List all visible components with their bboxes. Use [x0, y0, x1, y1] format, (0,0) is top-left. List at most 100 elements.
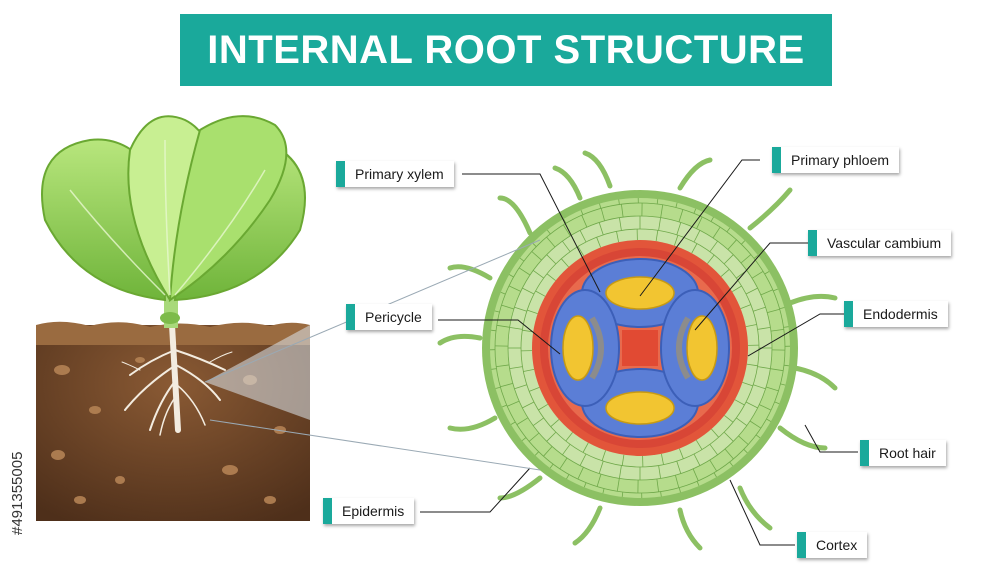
cell-wall	[724, 415, 734, 423]
cell-wall	[577, 467, 584, 480]
cell-wall	[661, 453, 664, 465]
cell-wall	[767, 308, 780, 313]
cell-wall	[596, 237, 601, 248]
cell-wall	[618, 199, 620, 205]
cell-wall	[740, 254, 752, 264]
cell-wall	[760, 289, 773, 296]
cell-wall	[675, 202, 678, 208]
cell-wall	[495, 386, 501, 389]
cell-wall	[510, 421, 516, 425]
cell-wall	[779, 307, 785, 310]
label-vascular-cambium: Vascular cambium	[808, 230, 952, 256]
cell-wall	[770, 368, 784, 372]
cell-wall	[546, 431, 557, 442]
cell-wall	[616, 231, 619, 243]
cortex-cells	[489, 197, 791, 499]
cell-wall	[560, 258, 569, 268]
root-cross-section	[437, 150, 838, 551]
cell-wall	[660, 204, 664, 218]
cell-wall	[757, 366, 771, 369]
cell-wall	[509, 327, 523, 330]
cell-wall	[559, 457, 568, 470]
cell-wall	[783, 326, 789, 328]
cell-wall	[658, 217, 661, 231]
cell-wall	[600, 208, 605, 221]
cell-wall	[598, 461, 604, 474]
cell-wall	[565, 432, 573, 442]
cell-wall	[514, 306, 527, 312]
cell-wall	[501, 404, 507, 408]
cell-wall	[711, 428, 720, 438]
soil-block	[36, 321, 310, 521]
cell-wall	[501, 304, 515, 310]
cell-wall	[581, 215, 588, 228]
cell-wall	[696, 481, 700, 487]
cell-wall	[751, 271, 764, 279]
cell-wall	[531, 251, 542, 261]
cell-wall	[619, 217, 622, 231]
label-text: Pericycle	[365, 309, 422, 325]
label-pericycle: Pericycle	[346, 304, 432, 330]
cell-wall	[619, 465, 622, 479]
label-text: Cortex	[816, 537, 858, 553]
cell-wall	[679, 448, 684, 459]
cell-wall	[773, 288, 779, 292]
cell-wall	[616, 478, 620, 492]
label-tab	[323, 498, 332, 524]
cell-wall	[546, 229, 551, 235]
cell-wall	[693, 453, 701, 466]
cell-wall	[709, 240, 718, 252]
cell-wall	[726, 227, 731, 233]
cell-wall	[757, 327, 771, 330]
cell-wall	[528, 432, 540, 442]
cell-wall	[534, 451, 539, 456]
label-root-hair: Root hair	[860, 440, 946, 466]
cell-wall	[693, 230, 701, 243]
label-text: Epidermis	[342, 503, 405, 519]
cell-wall	[532, 270, 544, 279]
cell-wall	[601, 450, 606, 461]
cell-wall	[745, 287, 758, 295]
cell-wall	[712, 226, 721, 239]
cell-wall	[521, 437, 527, 442]
cell-wall	[562, 240, 571, 252]
cell-wall	[723, 254, 734, 265]
label-endodermis: Endodermis	[844, 301, 948, 327]
cell-wall	[518, 267, 531, 276]
cell-wall	[713, 472, 717, 478]
label-tab	[808, 230, 817, 256]
cell-wall	[516, 417, 529, 425]
cell-wall	[599, 203, 602, 209]
cell-wall	[519, 257, 525, 262]
cell-wall	[658, 465, 661, 479]
cell-wall	[621, 454, 625, 466]
cell-wall	[549, 463, 554, 469]
label-tab	[860, 440, 869, 466]
cell-wall	[720, 268, 730, 277]
cell-wall	[709, 459, 717, 472]
cell-wall	[727, 239, 737, 250]
label-text: Vascular cambium	[827, 235, 942, 251]
label-tab	[797, 532, 806, 558]
cell-wall	[656, 478, 659, 492]
cell-wall	[621, 491, 624, 497]
cell-wall	[546, 273, 556, 281]
cell-wall	[753, 384, 766, 390]
cell-wall	[746, 363, 758, 367]
cell-wall	[660, 491, 662, 497]
cell-wall	[507, 400, 520, 407]
cell-wall	[709, 444, 718, 456]
cell-wall	[738, 435, 749, 445]
cell-wall	[579, 230, 587, 243]
cell-wall	[695, 439, 703, 450]
cell-wall	[753, 306, 766, 312]
cell-wall	[780, 383, 786, 386]
cell-wall	[755, 434, 761, 439]
cell-wall	[740, 304, 751, 309]
cell-wall	[692, 468, 699, 481]
stock-id: #491355005	[9, 452, 26, 535]
cell-wall	[783, 364, 789, 367]
cell-wall	[741, 240, 746, 245]
cell-wall	[580, 209, 584, 215]
